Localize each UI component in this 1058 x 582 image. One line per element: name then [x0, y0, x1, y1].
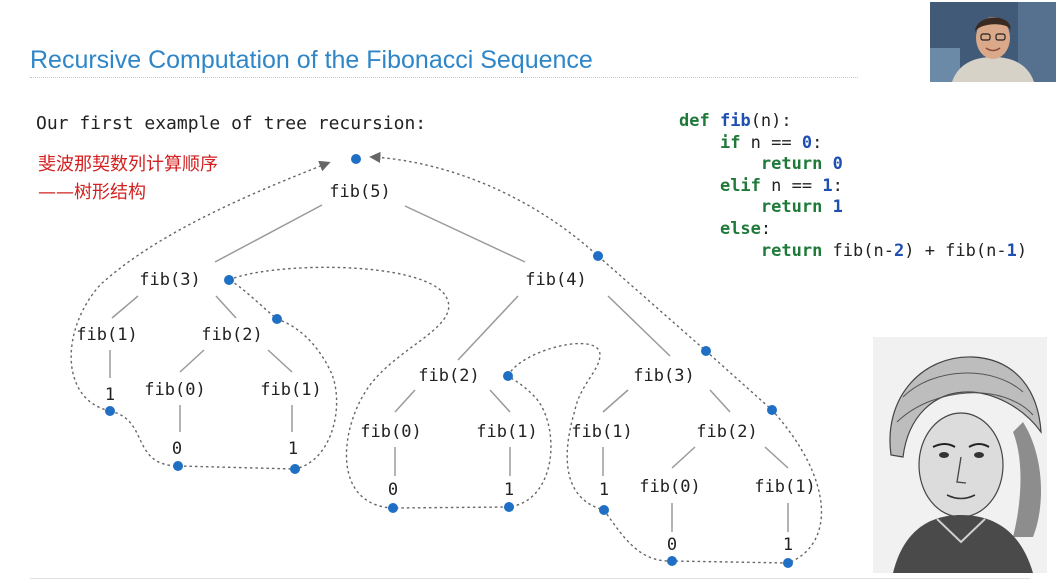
- code-two: 2: [893, 240, 905, 261]
- portrait-engraving: [873, 337, 1047, 573]
- trace-dot: [224, 275, 234, 285]
- presenter-photo: [930, 2, 1056, 82]
- code-colon: :: [832, 175, 843, 196]
- leaf-value: 1: [105, 385, 115, 405]
- presenter-webcam: [930, 2, 1056, 82]
- node-fib1: fib(1): [476, 422, 537, 442]
- code-one: 1: [822, 175, 833, 196]
- code-zero: 0: [801, 132, 813, 153]
- code-elif-condition: n ==: [760, 175, 823, 196]
- trace-dot: [783, 558, 793, 568]
- node-fib1: fib(1): [754, 477, 815, 497]
- code-one: 1: [1006, 240, 1017, 261]
- slide-title: Recursive Computation of the Fibonacci S…: [30, 46, 593, 74]
- node-fib0: fib(0): [144, 380, 205, 400]
- trace-dot: [667, 556, 677, 566]
- code-return-one: 1: [832, 197, 843, 218]
- code-def-keyword: def: [679, 111, 710, 131]
- node-fib1: fib(1): [76, 325, 137, 345]
- node-fib2: fib(2): [201, 325, 262, 345]
- trace-dot: [599, 505, 609, 515]
- node-fib2-mid: fib(2): [418, 366, 479, 386]
- node-fib5: fib(5): [329, 182, 390, 202]
- tree-edges: [109, 204, 789, 532]
- code-return-expr: fib(n-: [822, 240, 894, 261]
- trace-dot: [388, 503, 398, 513]
- title-divider: [30, 77, 858, 78]
- trace-dot: [593, 251, 603, 261]
- node-fib0: fib(0): [360, 422, 421, 442]
- leaf-value: 0: [667, 535, 677, 555]
- node-fib2: fib(2): [696, 422, 757, 442]
- fib-code-block: def fib(n): if n == 0: return 0 elif n =…: [679, 111, 1027, 262]
- trace-path: [228, 266, 552, 509]
- trace-dots: [105, 154, 793, 568]
- code-elif-keyword: elif: [719, 175, 761, 196]
- annotation-line-1: 斐波那契数列计算顺序: [38, 154, 218, 175]
- trace-dot: [290, 464, 300, 474]
- annotation-line-2: ——树形结构: [38, 182, 146, 203]
- fibonacci-portrait: [873, 337, 1047, 573]
- trace-dot: [767, 405, 777, 415]
- code-colon: :: [812, 132, 823, 153]
- trace-dot: [173, 461, 183, 471]
- intro-text: Our first example of tree recursion:: [36, 113, 427, 134]
- bottom-divider: [30, 578, 1030, 579]
- trace-dot: [105, 406, 115, 416]
- trace-path: [109, 279, 338, 470]
- node-fib1: fib(1): [571, 422, 632, 442]
- trace-dot: [272, 314, 282, 324]
- trace-dot: [701, 346, 711, 356]
- code-return-keyword: return: [760, 240, 823, 261]
- code-if-condition: n ==: [740, 132, 802, 153]
- node-fib4: fib(4): [525, 270, 586, 290]
- leaf-value: 1: [783, 535, 793, 555]
- code-return-expr: ) + fib(n-: [904, 240, 1007, 261]
- node-fib0: fib(0): [639, 477, 700, 497]
- node-fib1: fib(1): [260, 380, 321, 400]
- trace-dot: [503, 371, 513, 381]
- code-function-name: fib: [719, 111, 751, 131]
- code-signature: (n):: [750, 111, 792, 131]
- code-return-keyword: return: [760, 197, 823, 218]
- leaf-value: 1: [288, 439, 298, 459]
- code-return-keyword: return: [760, 154, 823, 175]
- code-colon: :: [760, 218, 772, 239]
- trace-dot: [351, 154, 361, 164]
- node-fib3-right: fib(3): [633, 366, 694, 386]
- code-return-expr: ): [1016, 240, 1028, 261]
- node-fib3-left: fib(3): [139, 270, 200, 290]
- code-if-keyword: if: [719, 132, 741, 153]
- leaf-value: 0: [388, 480, 398, 500]
- trace-dot: [504, 502, 514, 512]
- leaf-value: 1: [504, 480, 514, 500]
- leaf-value: 1: [599, 480, 609, 500]
- trace-path: [70, 160, 331, 412]
- leaf-value: 0: [172, 439, 182, 459]
- code-return-zero: 0: [832, 154, 843, 175]
- code-else-keyword: else: [719, 218, 761, 239]
- trace-path: [369, 151, 823, 564]
